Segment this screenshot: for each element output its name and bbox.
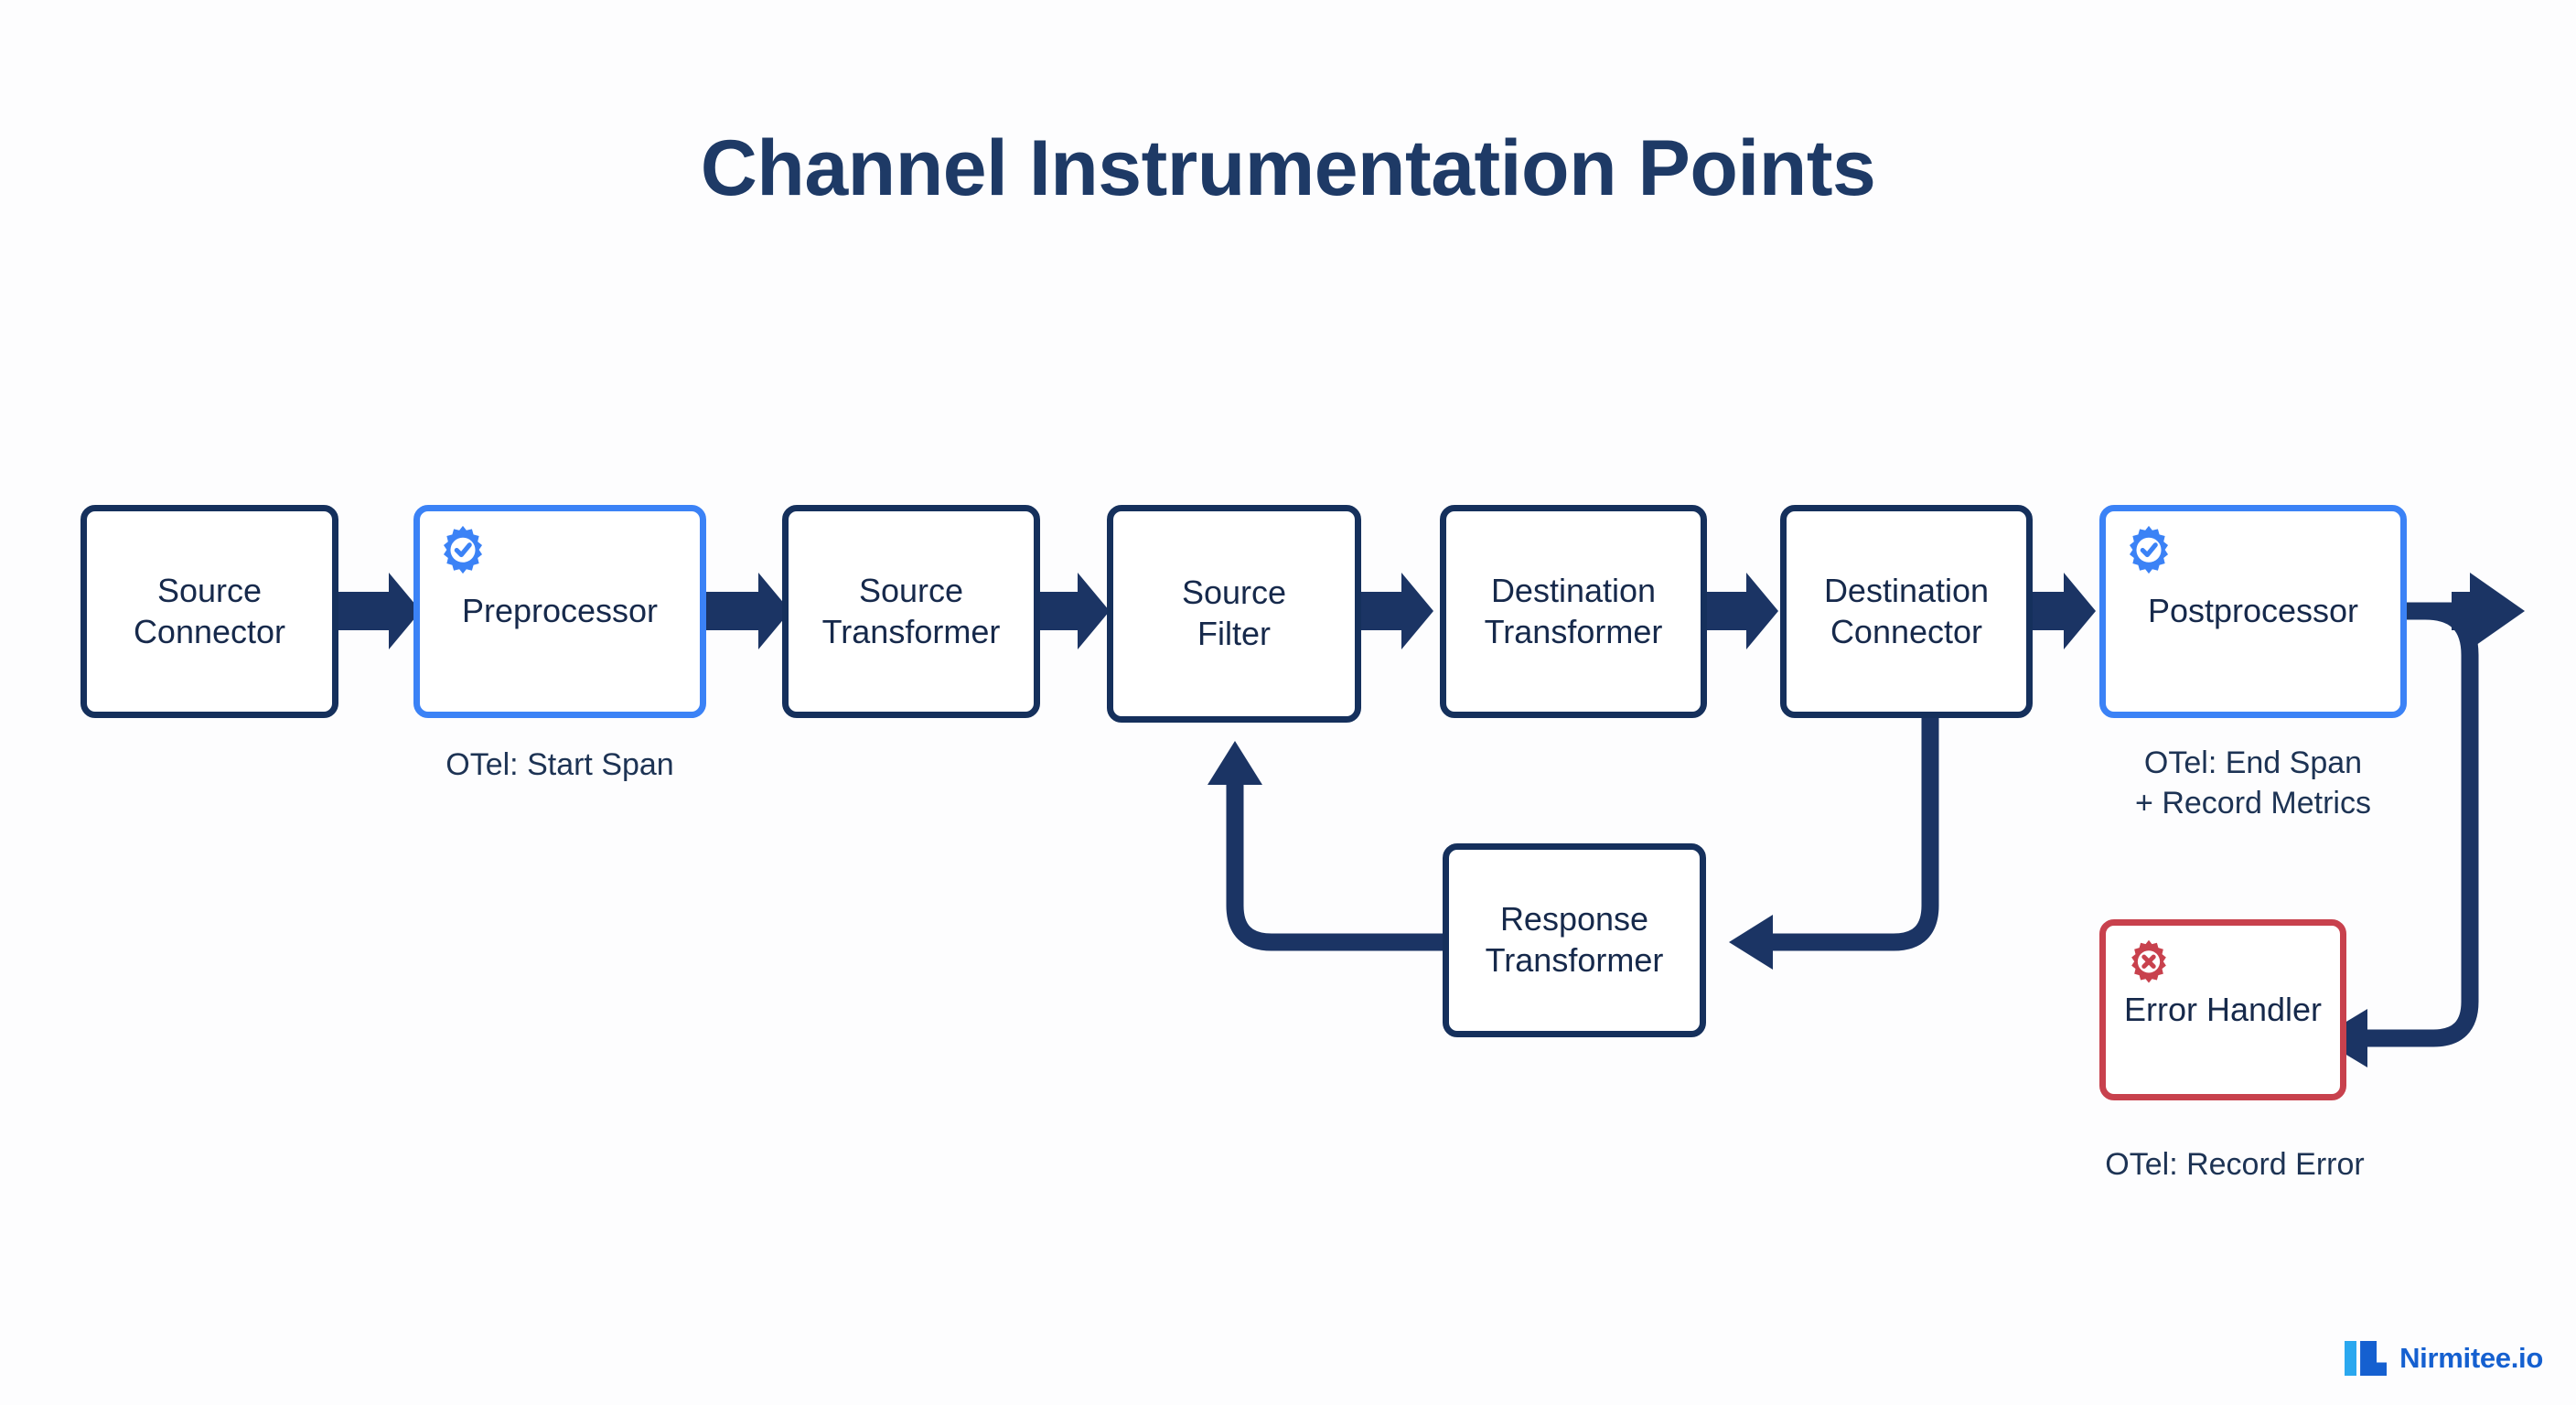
node-preprocessor-label: Preprocessor: [461, 592, 659, 630]
arrow-source-transformer-to-source-filter: [1036, 573, 1110, 649]
arrow-source-connector-to-preprocessor: [337, 573, 421, 649]
brand-logo: Nirmitee.io: [2345, 1337, 2543, 1379]
annotation-end-span: OTel: End Span+ Record Metrics: [2135, 745, 2371, 820]
node-postprocessor-label: Postprocessor: [2147, 592, 2359, 630]
annotation-start-span: OTel: Start Span: [445, 747, 674, 782]
gear-error-icon: [2122, 938, 2175, 992]
arrow-preprocessor-to-source-transformer: [706, 573, 790, 649]
node-postprocessor[interactable]: Postprocessor: [2099, 505, 2407, 718]
brand-name: Nirmitee.io: [2399, 1342, 2543, 1374]
nirmitee-mark-icon: [2345, 1337, 2388, 1379]
arrow-destination-connector-to-response-transformer: [1729, 718, 1939, 970]
nirmitee-mark-l: [2360, 1341, 2388, 1376]
arrow-response-transformer-to-source-filter: [1208, 741, 1444, 951]
annotation-record-error: OTel: Record Error: [2105, 1147, 2365, 1182]
arrow-destination-transformer-to-destination-connector: [1703, 573, 1778, 649]
gear-check-icon: [2122, 524, 2175, 577]
nirmitee-mark-bar: [2345, 1341, 2357, 1376]
arrow-destination-connector-to-postprocessor: [2029, 573, 2096, 649]
node-error-handler[interactable]: Error Handler: [2099, 919, 2346, 1100]
arrow-source-filter-to-destination-transformer: [1360, 573, 1433, 649]
page-title: Channel Instrumentation Points: [700, 124, 1876, 212]
node-preprocessor[interactable]: Preprocessor: [413, 505, 706, 718]
gear-check-icon: [436, 524, 489, 577]
node-error-handler-label: Error Handler: [2123, 990, 2323, 1028]
